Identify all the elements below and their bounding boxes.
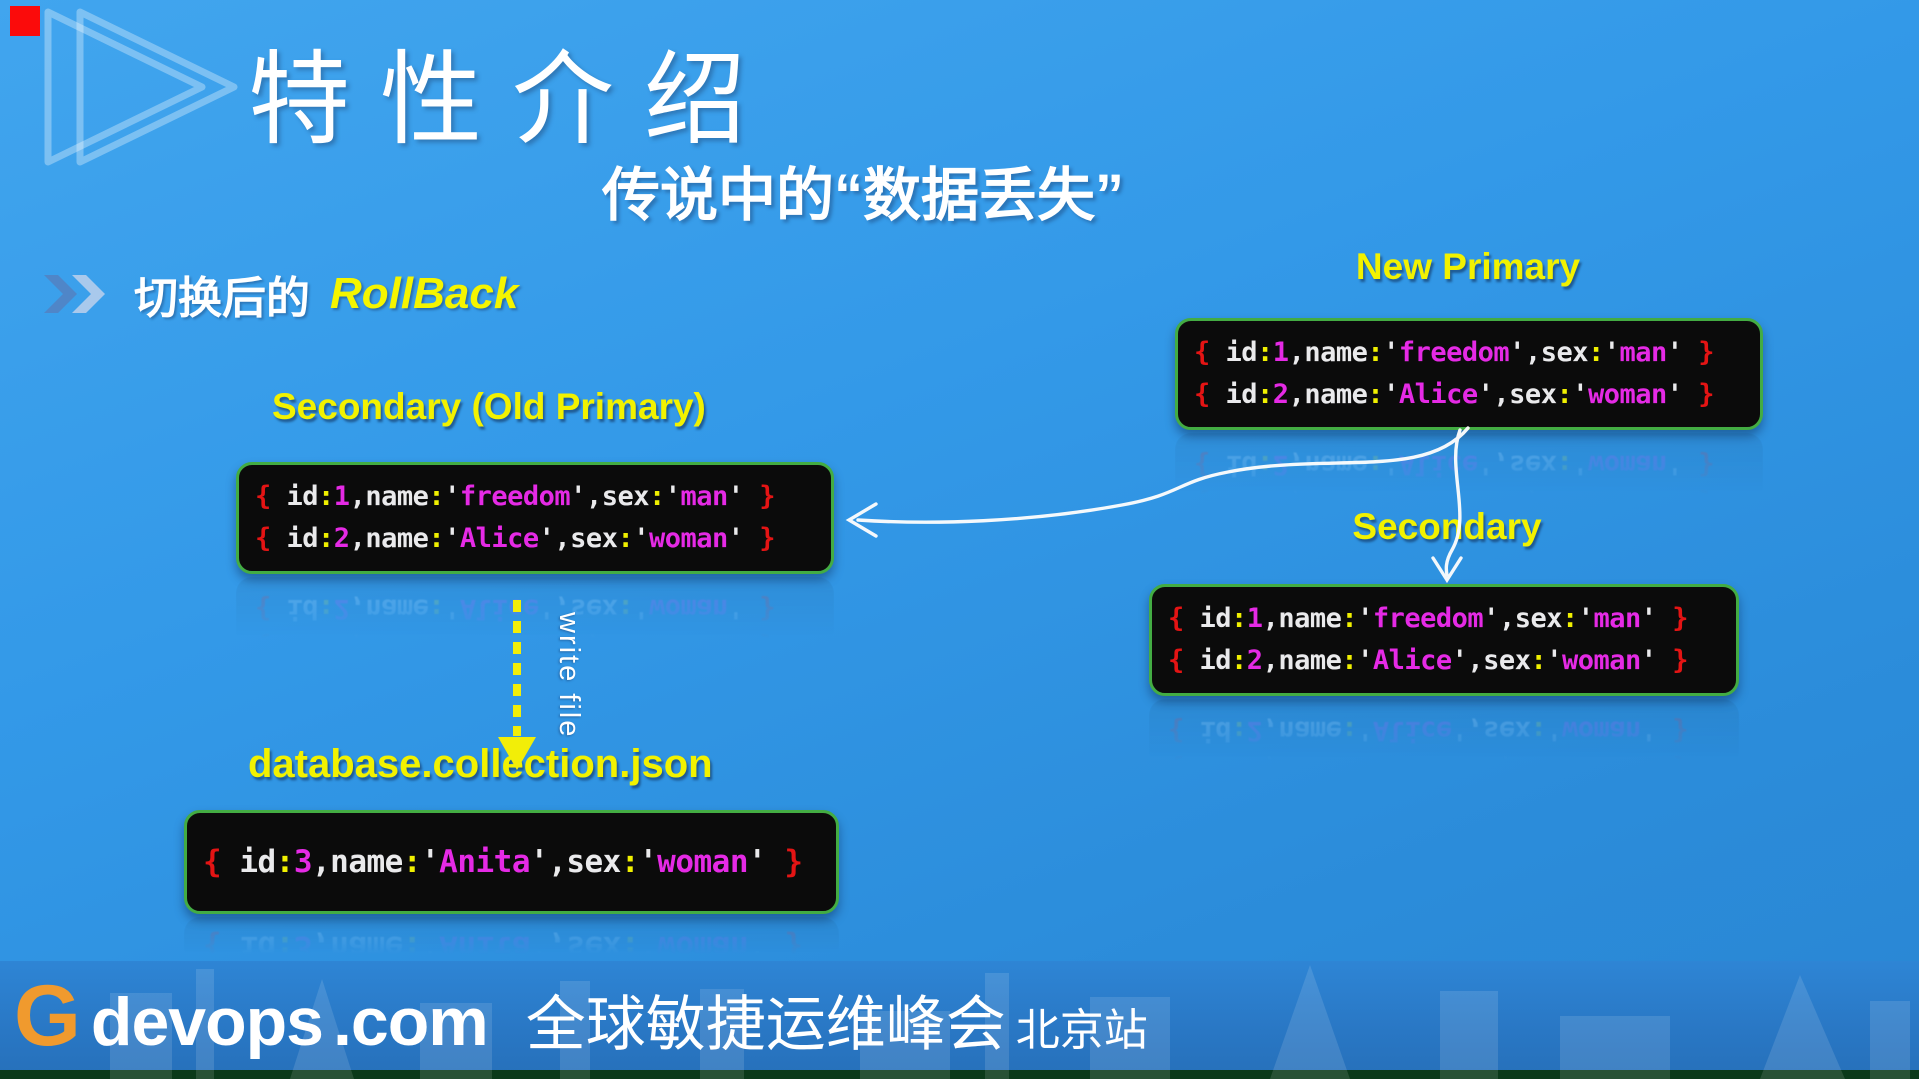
- gdevops-logo-g: G: [14, 968, 81, 1064]
- new-primary-box: { id:1,name:'freedom',sex:'man' }{ id:2,…: [1175, 318, 1763, 430]
- page-subtitle: 传说中的“数据丢失”: [602, 163, 1125, 228]
- footer-bottom-strip: [0, 1070, 1919, 1079]
- bullet-row: 切换后的 RollBack: [44, 262, 518, 326]
- page-title: 特性介绍: [248, 45, 776, 158]
- json-file-box: { id:3,name:'Anita',sex:'woman' }: [184, 810, 839, 914]
- write-file-label: write file: [553, 612, 585, 739]
- json-file-label: database.collection.json: [248, 742, 713, 786]
- new-primary-label: New Primary: [1355, 246, 1581, 287]
- old-primary-box: { id:1,name:'freedom',sex:'man' }{ id:2,…: [236, 462, 834, 574]
- summit-name: 全球敏捷运维峰会: [525, 992, 1006, 1058]
- old-primary-reflection: { id:1,name:'freedom',sex:'man' }{ id:2,…: [236, 577, 834, 677]
- rollback-arrow-left-head: [845, 502, 878, 538]
- double-chevron-icon: [44, 275, 105, 313]
- summit-city: 北京站: [1015, 1006, 1148, 1055]
- secondary-label: Secondary: [1352, 506, 1542, 547]
- bullet-prefix-text: 切换后的: [134, 274, 310, 323]
- secondary-reflection: { id:1,name:'freedom',sex:'man' }{ id:2,…: [1149, 699, 1739, 799]
- old-primary-label: Secondary (Old Primary): [272, 386, 706, 427]
- play-logo-icon: [44, 8, 238, 166]
- gdevops-logo-devops: devops: [90, 984, 324, 1060]
- secondary-box: { id:1,name:'freedom',sex:'man' }{ id:2,…: [1149, 584, 1739, 696]
- red-square-marker: [10, 6, 40, 36]
- gdevops-logo-com: .com: [332, 984, 489, 1060]
- city-skyline-graphic: [110, 965, 1910, 1079]
- replicate-arrow-down-head: [1431, 556, 1463, 584]
- bullet-rollback-text: RollBack: [330, 269, 519, 318]
